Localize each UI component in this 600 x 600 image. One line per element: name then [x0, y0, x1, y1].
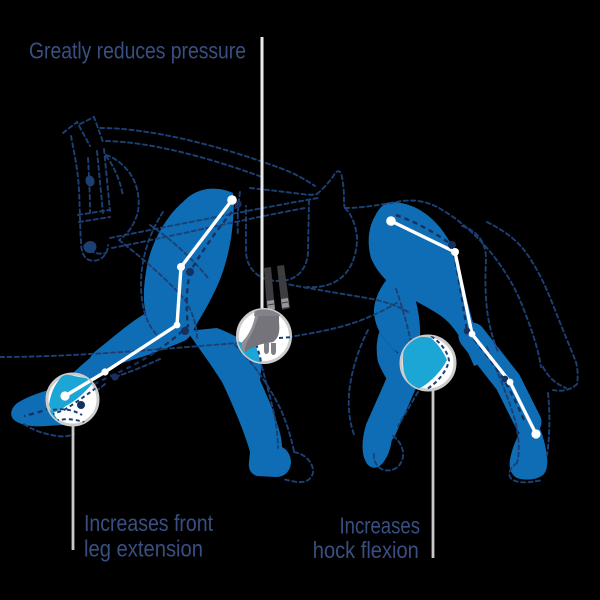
svg-text:hock flexion: hock flexion: [313, 537, 419, 563]
svg-text:Greatly reduces pressure: Greatly reduces pressure: [29, 38, 246, 64]
svg-text:leg extension: leg extension: [84, 536, 203, 562]
svg-text:Increases front: Increases front: [84, 510, 214, 536]
svg-text:Increases: Increases: [340, 513, 421, 539]
